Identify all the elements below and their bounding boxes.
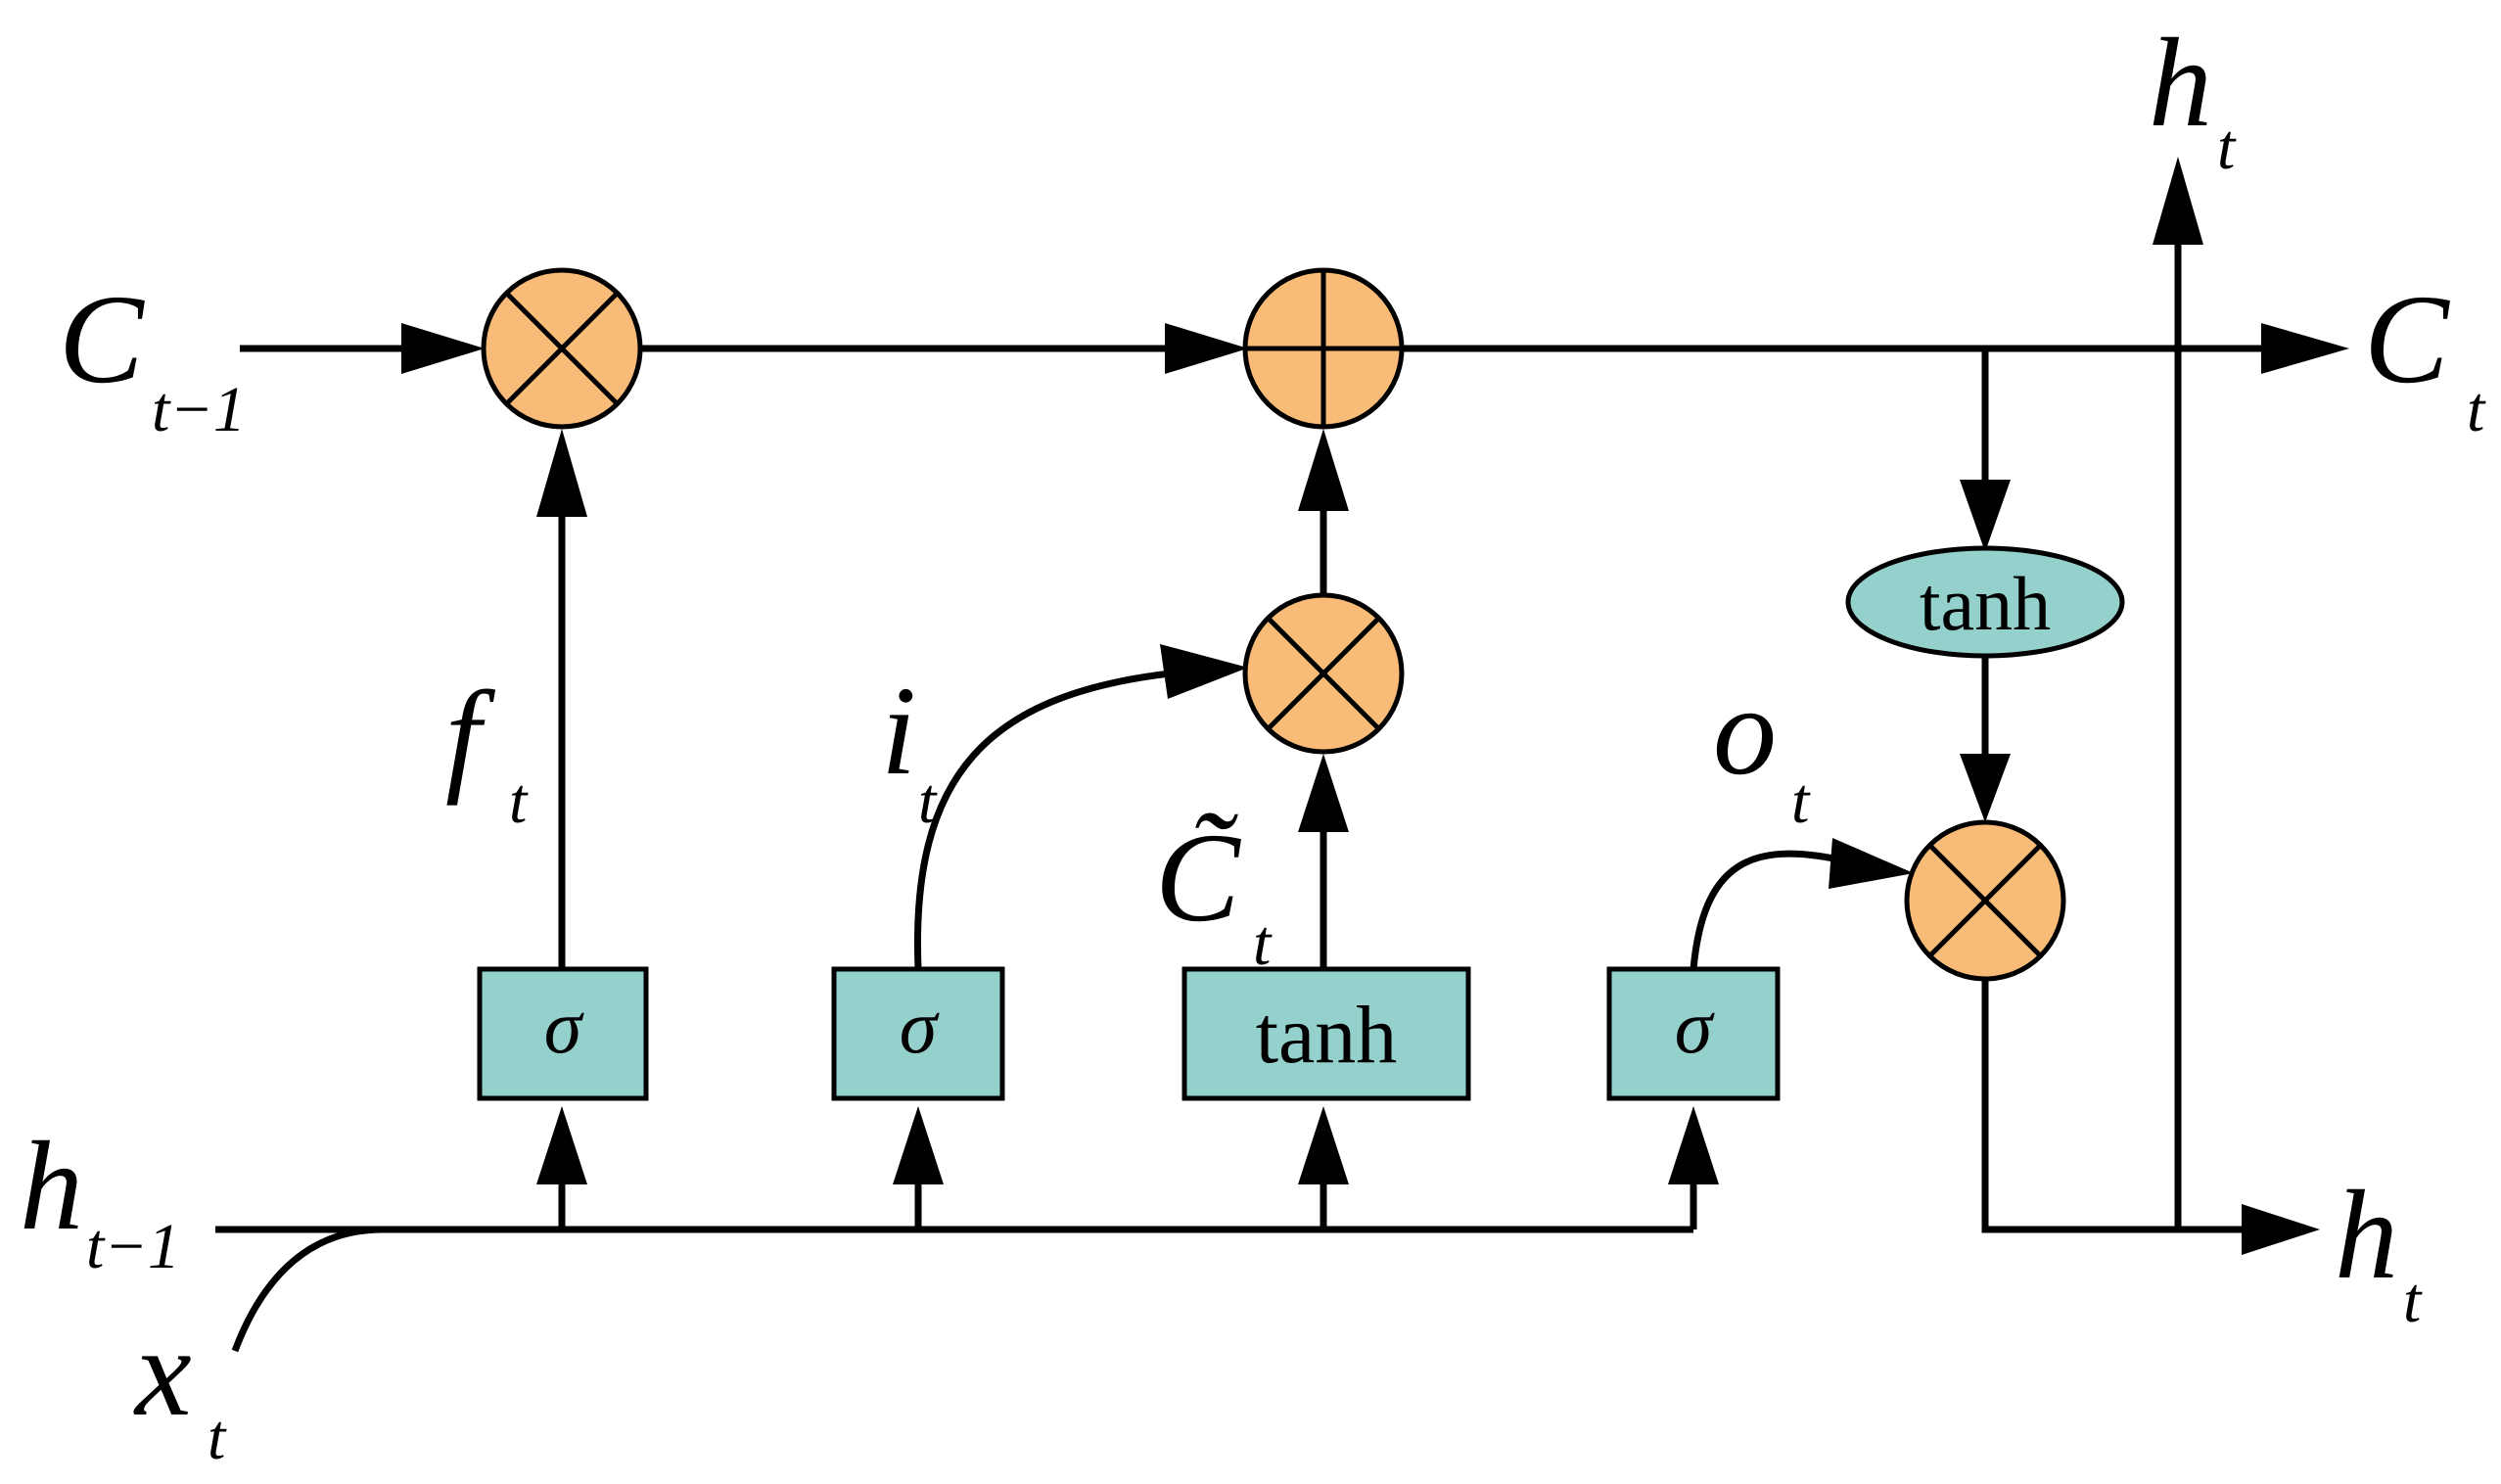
input-gate-label: σ <box>900 984 940 1069</box>
x-input-curve <box>231 1226 383 1353</box>
svg-text:t−1: t−1 <box>86 1211 180 1282</box>
forget-multiply-icon <box>481 267 643 430</box>
output-gate-label: σ <box>1675 984 1715 1069</box>
arrowheads <box>401 157 2349 1255</box>
forget-gate-label: σ <box>544 984 584 1069</box>
arrow-hidden-right <box>2242 1204 2320 1255</box>
arrow-cell-out <box>2261 323 2349 374</box>
arrow-tanh-branch <box>1960 480 2011 552</box>
cell-activation-label: tanh <box>1920 561 2051 646</box>
svg-text:h: h <box>2335 1165 2398 1306</box>
arrow-output-curve <box>1829 838 1914 889</box>
label-h-prev: h t−1 <box>20 1116 180 1282</box>
svg-text:t: t <box>208 1402 227 1473</box>
input-path-curve <box>913 670 1171 970</box>
svg-text:t: t <box>2467 374 2486 445</box>
label-c-next: C t <box>2364 269 2486 445</box>
svg-text:t: t <box>918 765 938 837</box>
arrow-bus-candidate <box>1298 1106 1349 1184</box>
arrow-bus-forget <box>536 1106 587 1184</box>
label-h-out-right: h t <box>2335 1165 2423 1336</box>
svg-text:t: t <box>1253 907 1273 979</box>
svg-text:C: C <box>2364 269 2450 410</box>
input-gate: σ <box>831 966 1005 1101</box>
svg-text:t: t <box>509 765 529 837</box>
svg-text:C̃: C̃ <box>1155 808 1241 949</box>
forget-gate: σ <box>477 966 649 1101</box>
candidate-gate: tanh <box>1181 966 1471 1101</box>
label-candidate: C̃ t <box>1155 808 1273 979</box>
svg-text:x: x <box>133 1302 192 1443</box>
input-multiply-icon <box>1242 592 1405 755</box>
arrow-bus-input <box>893 1106 944 1184</box>
arrow-tanh-to-multiply <box>1960 754 2011 822</box>
svg-text:h: h <box>20 1116 83 1257</box>
svg-text:t: t <box>2403 1265 2423 1336</box>
svg-text:f: f <box>445 666 496 807</box>
label-input: i t <box>881 661 938 837</box>
label-output: o t <box>1713 661 1811 837</box>
svg-text:t−1: t−1 <box>152 374 246 445</box>
svg-text:C: C <box>59 269 145 410</box>
output-multiply-icon <box>1904 819 2066 982</box>
svg-text:t: t <box>2217 112 2237 183</box>
svg-text:t: t <box>1791 765 1811 837</box>
hidden-out-line <box>1981 979 2271 1233</box>
output-gate: σ <box>1606 966 1781 1101</box>
svg-text:o: o <box>1713 661 1777 802</box>
label-forget: f t <box>445 666 529 837</box>
arrow-add-up <box>1298 429 1349 511</box>
arrow-candidate-up <box>1298 754 1349 832</box>
svg-text:i: i <box>881 661 916 802</box>
arrow-into-add <box>1165 323 1248 374</box>
label-h-out-top: h t <box>2149 13 2237 183</box>
add-icon <box>1242 267 1405 430</box>
arrow-hidden-up <box>2153 157 2203 245</box>
label-x-input: x t <box>133 1302 227 1473</box>
arrow-forget-up <box>536 429 587 517</box>
arrow-input-curve <box>1160 644 1248 699</box>
output-path-curve <box>1690 850 1839 970</box>
label-c-prev: C t−1 <box>59 269 246 445</box>
cell-activation: tanh <box>1845 545 2125 659</box>
candidate-gate-label: tanh <box>1256 990 1398 1081</box>
arrow-bus-output <box>1668 1106 1719 1184</box>
arrow-into-forget-multiply <box>401 323 485 374</box>
svg-text:h: h <box>2149 13 2212 154</box>
